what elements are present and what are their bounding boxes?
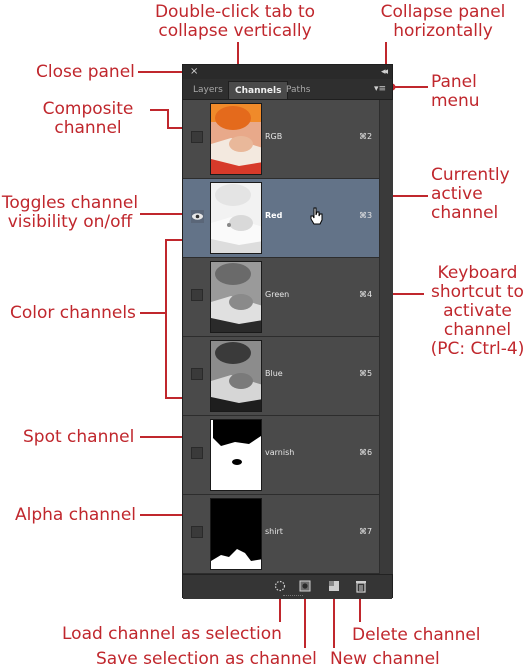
collapse-icon[interactable]: ◂◂ bbox=[380, 67, 388, 77]
channel-list: RGB ⌘2 Red ⌘3 bbox=[183, 100, 379, 574]
channel-row-blue[interactable]: Blue ⌘5 bbox=[183, 337, 379, 416]
callout-new-channel: New channel bbox=[330, 649, 440, 669]
channel-thumbnail-shirt bbox=[210, 498, 262, 570]
callout-color-channels: Color channels bbox=[10, 303, 136, 323]
eye-icon[interactable] bbox=[191, 210, 204, 223]
channel-thumbnail-varnish bbox=[210, 419, 262, 491]
hand-cursor-icon bbox=[310, 207, 323, 225]
save-selection-icon[interactable] bbox=[299, 579, 311, 593]
visibility-toggle[interactable] bbox=[191, 131, 203, 143]
channel-thumbnail-green bbox=[210, 261, 262, 333]
channel-name: varnish bbox=[265, 448, 295, 457]
channel-name: Green bbox=[265, 290, 290, 299]
scrollbar[interactable] bbox=[379, 100, 393, 574]
visibility-toggle[interactable] bbox=[191, 526, 203, 538]
callout-save-selection: Save selection as channel bbox=[96, 649, 317, 669]
channel-name: shirt bbox=[265, 527, 283, 536]
channel-name: Blue bbox=[265, 369, 283, 378]
callout-delete-channel: Delete channel bbox=[352, 625, 481, 645]
leader-color-bracket bbox=[165, 239, 184, 399]
callout-close-panel: Close panel bbox=[36, 62, 135, 82]
channel-shortcut: ⌘7 bbox=[359, 527, 373, 536]
channel-shortcut: ⌘6 bbox=[359, 448, 373, 457]
tab-paths[interactable]: Paths bbox=[286, 85, 311, 95]
callout-collapse-panel: Collapse panel horizontally bbox=[378, 3, 508, 41]
panel-tabs: Layers Channels Paths ▾≡ bbox=[183, 79, 392, 100]
channel-shortcut: ⌘4 bbox=[359, 290, 373, 299]
close-icon[interactable]: × bbox=[190, 66, 199, 77]
panel-menu-icon[interactable]: ▾≡ bbox=[373, 84, 386, 94]
visibility-toggle[interactable] bbox=[191, 447, 203, 459]
channel-row-green[interactable]: Green ⌘4 bbox=[183, 258, 379, 337]
visibility-toggle[interactable] bbox=[191, 289, 203, 301]
channel-thumbnail-red bbox=[210, 182, 262, 254]
channel-name: Red bbox=[265, 211, 283, 220]
callout-keyboard-shortcut: Keyboard shortcut to activate channel (P… bbox=[430, 263, 525, 359]
callout-panel-menu: Panel menu bbox=[431, 72, 480, 111]
callout-toggles-visibility: Toggles channel visibility on/off bbox=[1, 193, 139, 232]
panel-bottom-bar bbox=[183, 574, 392, 599]
tab-layers[interactable]: Layers bbox=[193, 85, 223, 95]
tab-channels[interactable]: Channels bbox=[228, 81, 289, 99]
new-channel-icon[interactable] bbox=[328, 579, 340, 593]
channel-shortcut: ⌘5 bbox=[359, 369, 373, 378]
channel-row-varnish[interactable]: varnish ⌘6 bbox=[183, 416, 379, 495]
channel-row-red[interactable]: Red ⌘3 bbox=[183, 179, 379, 258]
channel-shortcut: ⌘3 bbox=[359, 211, 373, 220]
panel-title-bar[interactable]: × ◂◂ bbox=[183, 65, 392, 79]
channel-name: RGB bbox=[265, 132, 283, 141]
callout-currently-active: Currently active channel bbox=[431, 165, 510, 223]
visibility-toggle[interactable] bbox=[191, 368, 203, 380]
callout-collapse-panel-text: Collapse panel horizontally bbox=[380, 2, 506, 41]
callout-load-selection: Load channel as selection bbox=[62, 624, 282, 644]
callout-composite-channel: Composite channel bbox=[42, 99, 134, 138]
channel-row-shirt[interactable]: shirt ⌘7 bbox=[183, 495, 379, 574]
channel-thumbnail-rgb bbox=[210, 103, 262, 175]
callout-double-click-tab-l1: Double-click tab to collapse vertically bbox=[154, 2, 316, 41]
load-selection-icon[interactable] bbox=[274, 579, 286, 593]
callout-spot-channel: Spot channel bbox=[23, 427, 135, 447]
channel-thumbnail-blue bbox=[210, 340, 262, 412]
channel-row-rgb[interactable]: RGB ⌘2 bbox=[183, 100, 379, 179]
resize-grip[interactable] bbox=[283, 595, 303, 598]
trash-icon[interactable] bbox=[355, 579, 367, 593]
channels-panel: × ◂◂ Layers Channels Paths ▾≡ RGB ⌘2 bbox=[182, 64, 393, 599]
callout-alpha-channel: Alpha channel bbox=[15, 505, 137, 525]
channel-shortcut: ⌘2 bbox=[359, 132, 373, 141]
callout-double-click-tab: Double-click tab to collapse vertically bbox=[150, 3, 320, 41]
